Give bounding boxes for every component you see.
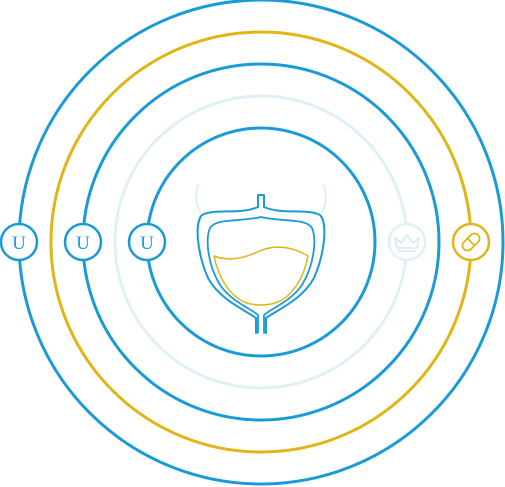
pill-icon: [461, 232, 481, 252]
badge-left-middle[interactable]: U: [63, 222, 103, 262]
badge-right-gold[interactable]: [451, 222, 491, 262]
crown-icon: [394, 234, 420, 252]
u-letter-icon: U: [76, 233, 90, 254]
u-letter-icon: U: [12, 233, 26, 254]
u-letter-icon: U: [140, 233, 154, 254]
bladder-icon: [195, 184, 327, 334]
badge-left-inner[interactable]: U: [127, 222, 167, 262]
badge-left-outer[interactable]: U: [0, 222, 39, 262]
inner-ring: [145, 126, 377, 358]
badge-right-pale[interactable]: [387, 222, 427, 262]
